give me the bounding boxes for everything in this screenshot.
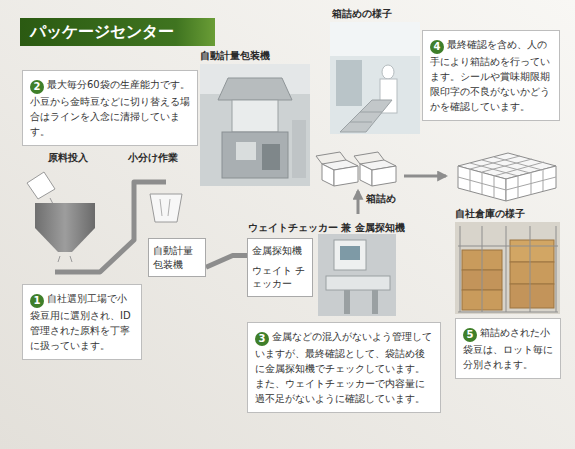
caption-label: 小分け作業 [128, 152, 178, 164]
callout-number: 3 [255, 332, 269, 346]
process-box: 金属探知機ウェイト チェッカー [247, 238, 313, 297]
roller [360, 112, 382, 113]
photo-detail [336, 60, 362, 106]
up-arrow [357, 191, 360, 214]
packer-photo [200, 64, 310, 186]
title-banner [20, 18, 215, 46]
warehouse-photo [455, 222, 560, 314]
callout-number: 4 [430, 40, 444, 54]
carton [510, 284, 554, 308]
box-side [322, 164, 334, 186]
drop-line [58, 256, 60, 262]
roller [350, 122, 372, 123]
caption-label: ウェイトチェッカー 兼 金属探知機 [248, 222, 405, 234]
caption-label: 箱詰め [366, 193, 396, 205]
checker-leg [372, 290, 378, 314]
photo-frame [200, 64, 310, 186]
callout-box: 5箱詰めされた小袋豆は、ロット毎に分別されます。 [455, 318, 561, 379]
photo-ceiling [330, 22, 420, 56]
box-label: 金属探知機 [252, 244, 308, 258]
title-text: パッケージセンター [30, 19, 174, 45]
photo-frame [455, 222, 560, 314]
packer-panel [236, 142, 256, 160]
caption-label: 箱詰めの様子 [332, 8, 392, 20]
cup-icon [150, 194, 182, 222]
callout-text: 金属などの混入がないよう管理していますが、最終確認として、袋詰め後に金属探知機で… [255, 331, 432, 404]
checker-conveyor [326, 276, 390, 290]
checker-monitor [334, 240, 366, 270]
box-label: ウェイト チェッカー [252, 264, 308, 291]
bag-icon [27, 172, 55, 199]
cup-detail [160, 199, 162, 216]
callout-box: 1自社選別工場で小袋豆用に選別され、ID管理された原料を丁寧に扱っています。 [22, 284, 142, 360]
photo-detail [292, 120, 306, 178]
callout-number: 2 [30, 80, 44, 94]
hopper-icon [35, 203, 95, 252]
callout-box: 3金属などの混入がないよう管理していますが、最終確認として、袋詰め後に金属探知機… [247, 322, 441, 413]
caption-label: 原料投入 [48, 152, 88, 164]
callout-text: 最終確認を含め、人の手により箱詰めを行っています。シールや賞味期限期限印字の不良… [430, 39, 550, 112]
roller-conveyor [340, 100, 392, 132]
worker-head [382, 65, 394, 79]
drop-line [70, 256, 72, 262]
box-front [372, 166, 396, 186]
box-flap [354, 152, 384, 164]
box-flap [316, 152, 346, 164]
carton [510, 240, 554, 262]
checker-screen [340, 246, 360, 260]
packer-chute [262, 144, 280, 170]
checker-leg [344, 290, 350, 314]
packer-body [222, 132, 288, 178]
box-label: 自動計量 包装機 [153, 244, 201, 271]
wire-cage [458, 226, 558, 312]
box-illustration [316, 152, 446, 214]
carton [510, 262, 554, 284]
callout-box: 2最大毎分60袋の生産能力です。小豆から金時豆などに切り替える場合はラインを入念… [22, 70, 198, 146]
box-front [334, 166, 358, 186]
caption-label: 自動計量包装機 [200, 50, 270, 62]
callout-box: 4最終確認を含め、人の手により箱詰めを行っています。シールや賞味期限期限印字の不… [422, 30, 560, 121]
callout-text: 自社選別工場で小袋豆用に選別され、ID管理された原料を丁寧に扱っています。 [30, 293, 131, 351]
pallet-illustration [458, 153, 556, 201]
pallet-grid [458, 156, 556, 198]
right-arrow [404, 175, 446, 178]
photo-frame [330, 22, 420, 134]
callout-number: 1 [30, 294, 44, 308]
conveyor-line [206, 256, 247, 268]
box-side [360, 164, 372, 186]
weigher-body [232, 100, 278, 132]
caption-label: 自社倉庫の様子 [455, 208, 525, 220]
photo-frame [318, 234, 396, 316]
boxing-photo [330, 22, 420, 134]
checker-photo [318, 234, 396, 316]
connector-layer [206, 256, 247, 268]
callout-text: 最大毎分60袋の生産能力です。小豆から金時豆などに切り替える場合はラインを入念に… [30, 79, 190, 137]
process-box: 自動計量 包装機 [148, 238, 206, 277]
weigher-head [218, 78, 292, 100]
cup-detail [168, 199, 170, 216]
callout-number: 5 [463, 328, 477, 342]
